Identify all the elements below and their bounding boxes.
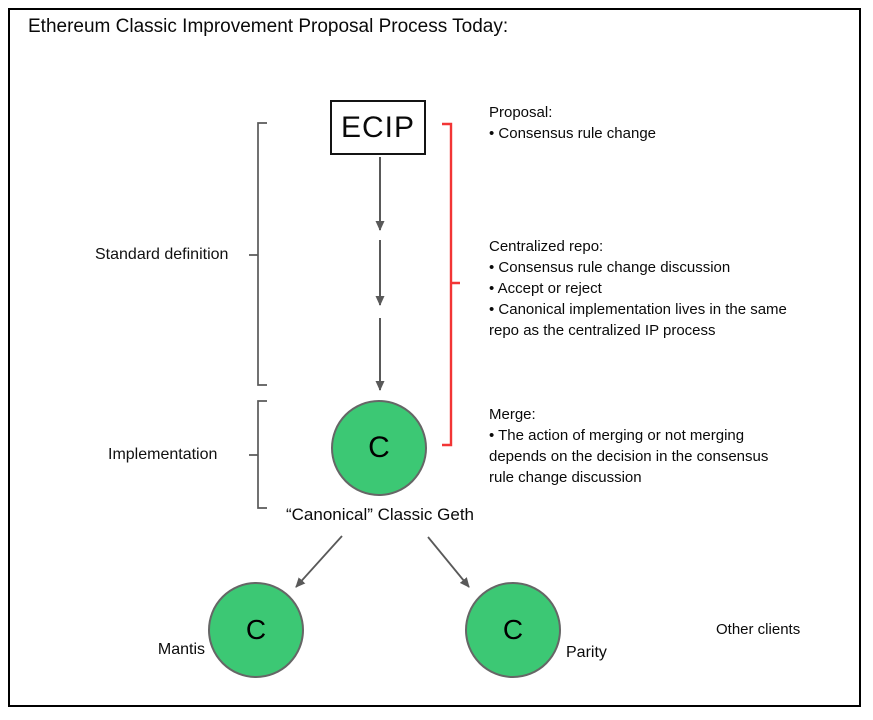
ecip-node: ECIP bbox=[330, 100, 426, 155]
note-centralized-repo-line: • Canonical implementation lives in the … bbox=[489, 301, 787, 318]
note-centralized-repo-heading: Centralized repo: bbox=[489, 238, 604, 255]
node-mantis: C bbox=[208, 582, 304, 678]
note-centralized-repo-line: • Consensus rule change discussion bbox=[489, 259, 731, 276]
node-canonical-geth-letter: C bbox=[368, 431, 390, 464]
note-merge: Merge: • The action of merging or not me… bbox=[489, 404, 867, 488]
ecip-node-label: ECIP bbox=[340, 110, 416, 144]
stage-label-standard-definition: Standard definition bbox=[95, 246, 229, 263]
note-merge-line: • The action of merging or not merging bbox=[489, 427, 745, 444]
node-mantis-letter: C bbox=[245, 614, 267, 645]
note-centralized-repo-line: • Accept or reject bbox=[489, 280, 602, 297]
other-clients-label: Other clients bbox=[716, 621, 801, 638]
note-proposal: Proposal: • Consensus rule change bbox=[489, 102, 867, 144]
note-proposal-heading: Proposal: bbox=[489, 104, 553, 121]
node-mantis-label: Mantis bbox=[157, 641, 205, 658]
note-merge-line: rule change discussion bbox=[489, 469, 642, 486]
node-canonical-geth: C bbox=[331, 400, 427, 496]
stage-label-implementation: Implementation bbox=[108, 446, 218, 463]
note-merge-heading: Merge: bbox=[489, 406, 536, 423]
diagram-title: Ethereum Classic Improvement Proposal Pr… bbox=[28, 16, 509, 37]
node-parity: C bbox=[465, 582, 561, 678]
node-parity-letter: C bbox=[502, 614, 524, 645]
node-parity-label: Parity bbox=[566, 644, 607, 661]
node-canonical-geth-caption: “Canonical” Classic Geth bbox=[285, 505, 474, 524]
note-proposal-line: • Consensus rule change bbox=[489, 125, 657, 142]
note-merge-line: depends on the decision in the consensus bbox=[489, 448, 769, 465]
note-centralized-repo-line: repo as the centralized IP process bbox=[489, 322, 716, 339]
diagram-border bbox=[8, 8, 861, 707]
note-centralized-repo: Centralized repo: • Consensus rule chang… bbox=[489, 236, 867, 341]
